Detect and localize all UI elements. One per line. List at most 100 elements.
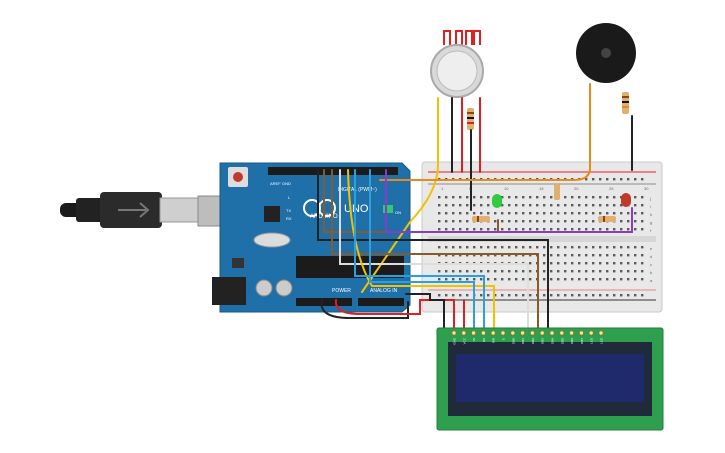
breadboard-hole [578, 212, 581, 215]
breadboard-hole [606, 196, 609, 199]
breadboard-hole [438, 220, 441, 223]
column-number: 30 [644, 186, 649, 191]
breadboard-hole [641, 278, 644, 281]
breadboard-hole [543, 254, 546, 257]
lcd-pin-label: DB2 [531, 338, 535, 344]
column-number: 10 [504, 186, 509, 191]
breadboard-hole [543, 278, 546, 281]
breadboard-hole [634, 278, 637, 281]
lcd-pin-label: LED [600, 337, 604, 344]
breadboard-hole [585, 212, 588, 215]
breadboard-hole [634, 228, 637, 231]
breadboard-hole [529, 254, 532, 257]
breadboard-hole [487, 270, 490, 273]
breadboard-hole [571, 196, 574, 199]
breadboard-hole [459, 254, 462, 257]
gas-sensor [430, 30, 484, 98]
breadboard-hole [550, 204, 553, 207]
breadboard-hole [494, 254, 497, 257]
lcd-pin-label: RS [482, 338, 486, 342]
breadboard-hole [557, 220, 560, 223]
breadboard-hole [438, 196, 441, 199]
breadboard-hole [487, 278, 490, 281]
breadboard-hole [515, 196, 518, 199]
rx-label: RX [286, 216, 292, 221]
breadboard-hole [620, 294, 623, 297]
lcd-pin [451, 330, 457, 336]
breadboard-hole [508, 220, 511, 223]
breadboard-hole [522, 228, 525, 231]
lcd-pin [490, 330, 496, 336]
breadboard-hole [606, 228, 609, 231]
breadboard: 1 5 10 15 20 25 30 j i h g f e d c b a [421, 161, 663, 313]
breadboard-hole [522, 254, 525, 257]
breadboard-hole [641, 196, 644, 199]
breadboard-hole [550, 212, 553, 215]
breadboard-hole [445, 254, 448, 257]
breadboard-hole [529, 220, 532, 223]
breadboard-hole [438, 212, 441, 215]
breadboard-hole [529, 278, 532, 281]
breadboard-hole [515, 294, 518, 297]
row-letter: j [649, 196, 651, 201]
breadboard-hole [550, 254, 553, 257]
breadboard-hole [564, 294, 567, 297]
breadboard-hole [522, 246, 525, 249]
breadboard-hole [599, 178, 602, 181]
breadboard-hole [487, 228, 490, 231]
breadboard-hole [494, 212, 497, 215]
breadboard-hole [571, 204, 574, 207]
breadboard-hole [473, 212, 476, 215]
reset-button[interactable] [233, 172, 243, 182]
breadboard-hole [620, 228, 623, 231]
breadboard-hole [599, 228, 602, 231]
row-letter: g [650, 220, 652, 225]
breadboard-hole [613, 212, 616, 215]
breadboard-hole [438, 294, 441, 297]
breadboard-hole [550, 246, 553, 249]
breadboard-hole [438, 270, 441, 273]
breadboard-hole [606, 212, 609, 215]
breadboard-hole [634, 254, 637, 257]
breadboard-hole [501, 228, 504, 231]
breadboard-hole [473, 196, 476, 199]
breadboard-hole [606, 254, 609, 257]
lcd-pin-label: V0 [472, 338, 476, 342]
breadboard-hole [592, 254, 595, 257]
lcd-pin-label: E [502, 338, 506, 340]
lcd-pin-label: DB4 [551, 338, 555, 344]
breadboard-hole [480, 278, 483, 281]
breadboard-hole [620, 262, 623, 265]
breadboard-hole [613, 262, 616, 265]
breadboard-hole [466, 246, 469, 249]
breadboard-hole [627, 228, 630, 231]
breadboard-hole [641, 204, 644, 207]
breadboard-hole [599, 196, 602, 199]
breadboard-hole [543, 196, 546, 199]
breadboard-hole [543, 220, 546, 223]
breadboard-hole [487, 294, 490, 297]
breadboard-hole [536, 246, 539, 249]
breadboard-hole [536, 196, 539, 199]
breadboard-hole [564, 204, 567, 207]
breadboard-hole [571, 262, 574, 265]
breadboard-hole [438, 254, 441, 257]
breadboard-hole [585, 220, 588, 223]
breadboard-hole [564, 212, 567, 215]
column-number: 15 [539, 186, 544, 191]
breadboard-hole [613, 178, 616, 181]
breadboard-hole [438, 228, 441, 231]
row-letter: a [650, 278, 653, 283]
breadboard-hole [571, 220, 574, 223]
breadboard-hole [522, 278, 525, 281]
breadboard-hole [634, 220, 637, 223]
on-led [383, 205, 393, 213]
breadboard-hole [501, 270, 504, 273]
breadboard-hole [466, 294, 469, 297]
breadboard-hole [606, 278, 609, 281]
breadboard-hole [508, 278, 511, 281]
breadboard-hole [508, 254, 511, 257]
breadboard-hole [466, 204, 469, 207]
breadboard-hole [543, 212, 546, 215]
on-label: ON [395, 210, 401, 215]
